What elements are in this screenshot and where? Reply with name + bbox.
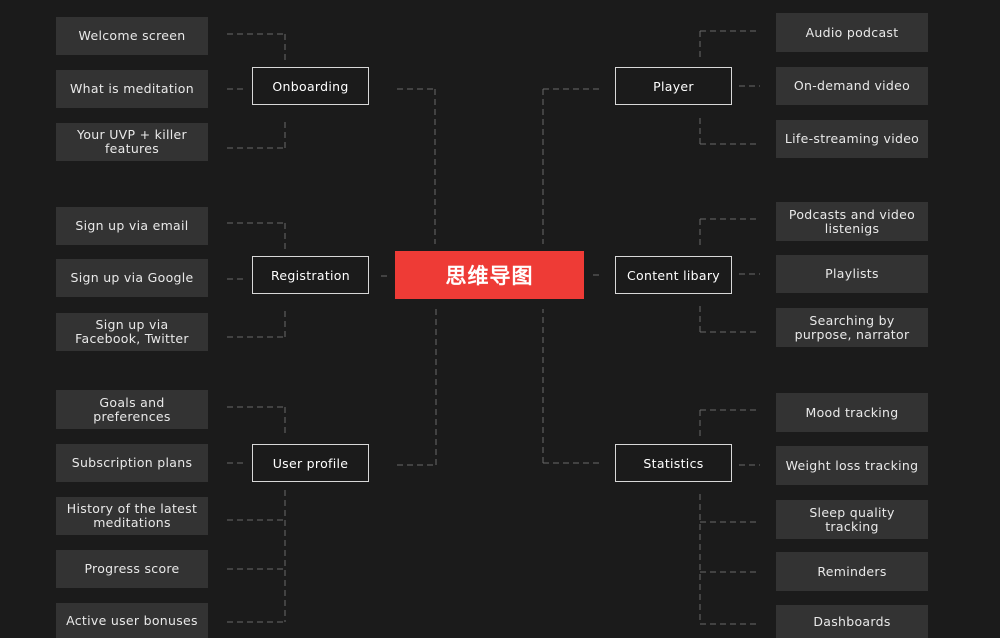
leaf-playlists[interactable]: Playlists [776, 255, 928, 293]
leaf-progress-score[interactable]: Progress score [56, 550, 208, 588]
leaf-sign-up-google[interactable]: Sign up via Google [56, 259, 208, 297]
leaf-sign-up-email[interactable]: Sign up via email [56, 207, 208, 245]
leaf-sleep-quality-tracking[interactable]: Sleep quality tracking [776, 500, 928, 539]
leaf-life-streaming-video[interactable]: Life-streaming video [776, 120, 928, 158]
leaf-sign-up-facebook-twitter[interactable]: Sign up via Facebook, Twitter [56, 313, 208, 351]
leaf-podcasts-video-listenings[interactable]: Podcasts and video listenigs [776, 202, 928, 241]
leaf-uvp-features[interactable]: Your UVP + killer features [56, 123, 208, 161]
central-topic[interactable]: 思维导图 [395, 251, 584, 299]
leaf-subscription-plans[interactable]: Subscription plans [56, 444, 208, 482]
leaf-weight-loss-tracking[interactable]: Weight loss tracking [776, 446, 928, 485]
branch-statistics[interactable]: Statistics [615, 444, 732, 482]
leaf-welcome-screen[interactable]: Welcome screen [56, 17, 208, 55]
leaf-goals-preferences[interactable]: Goals and preferences [56, 390, 208, 429]
leaf-on-demand-video[interactable]: On-demand video [776, 67, 928, 105]
branch-player[interactable]: Player [615, 67, 732, 105]
leaf-mood-tracking[interactable]: Mood tracking [776, 393, 928, 432]
leaf-meditation-history[interactable]: History of the latest meditations [56, 497, 208, 535]
leaf-audio-podcast[interactable]: Audio podcast [776, 13, 928, 52]
leaf-what-is-meditation[interactable]: What is meditation [56, 70, 208, 108]
leaf-search-by-purpose[interactable]: Searching by purpose, narrator [776, 308, 928, 347]
branch-registration[interactable]: Registration [252, 256, 369, 294]
leaf-active-user-bonuses[interactable]: Active user bonuses [56, 603, 208, 638]
branch-user-profile[interactable]: User profile [252, 444, 369, 482]
leaf-dashboards[interactable]: Dashboards [776, 605, 928, 638]
branch-content-library[interactable]: Content libary [615, 256, 732, 294]
leaf-reminders[interactable]: Reminders [776, 552, 928, 591]
branch-onboarding[interactable]: Onboarding [252, 67, 369, 105]
